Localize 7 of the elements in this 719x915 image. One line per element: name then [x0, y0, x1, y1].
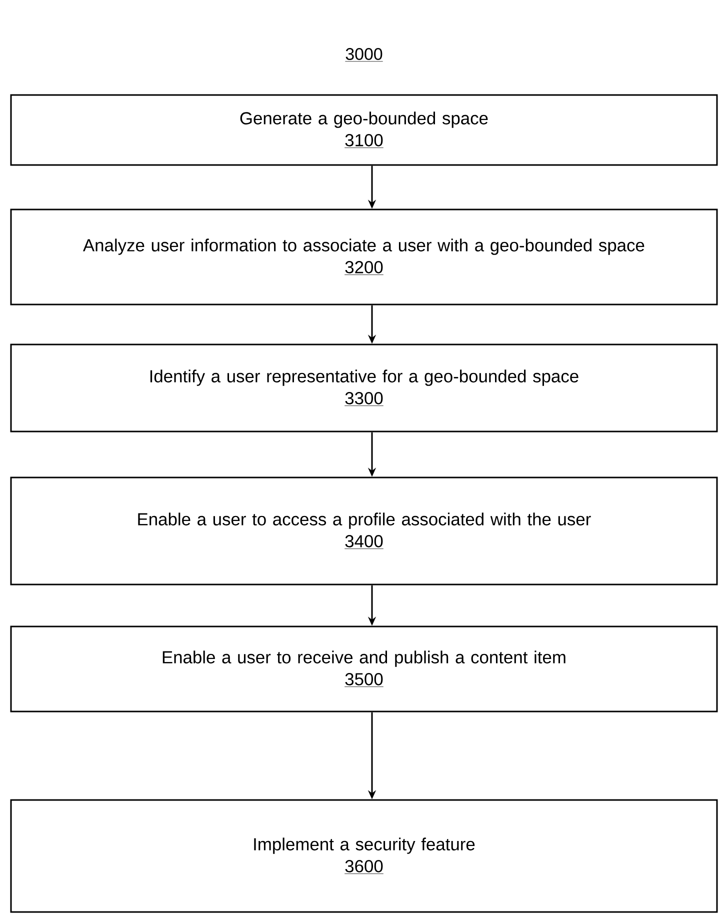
process-box: Enable a user to receive and publish a content item 3500 [10, 626, 718, 712]
process-box: Implement a security feature 3600 [10, 799, 718, 913]
process-box: Enable a user to access a profile associated with the user 3400 [10, 476, 718, 586]
process-box: Analyze user information to associate a user with a geo-bounded space 3200 [10, 208, 718, 306]
figure-number: 3000 [344, 48, 384, 62]
process-box: Identify a user representative for a geo-bounded space 3300 [10, 344, 718, 432]
process-box: Generate a geo-bounded space 3100 [10, 94, 718, 166]
